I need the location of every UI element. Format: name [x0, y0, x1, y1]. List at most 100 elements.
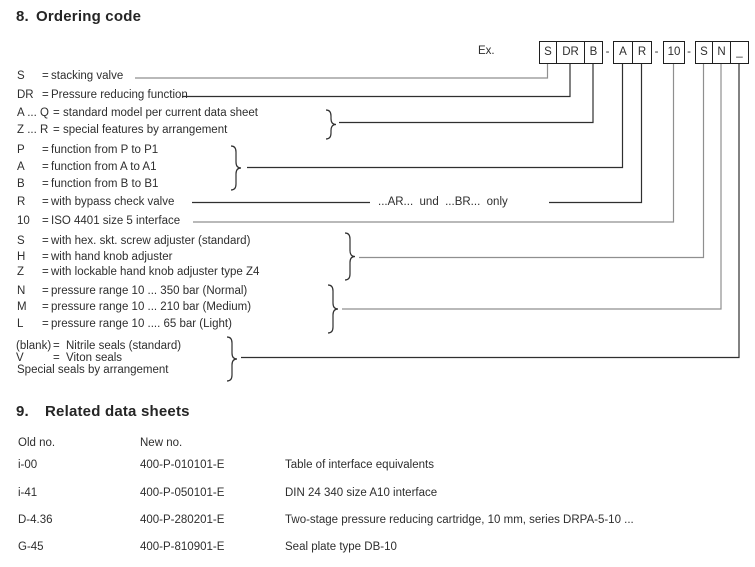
row-code: M [17, 301, 27, 313]
equals-sign: = [42, 301, 49, 313]
row-text: Nitrile seals (standard) [66, 339, 182, 352]
ordering-row-n: N =pressure range 10 ... 350 bar (Normal) [0, 285, 755, 299]
new-no-cell: 400-P-810901-E [140, 541, 225, 553]
row-code: 10 [17, 215, 30, 227]
equals-sign: = [42, 234, 49, 247]
column-header-old-no: Old no. [18, 437, 56, 449]
column-header-new-no: New no. [140, 437, 183, 449]
ordering-row-r: R=with bypass check valve [0, 196, 755, 210]
row-code: N [17, 285, 26, 297]
ordering-row-v: V = Viton seals [0, 352, 755, 366]
equals-sign: = [42, 266, 49, 278]
row-code: A [17, 161, 25, 173]
table-row: i-00 400-P-010101-E Table of interface e… [0, 459, 755, 473]
row-text: ISO 4401 size 5 interface [51, 215, 181, 227]
row-code: H [17, 250, 26, 263]
code-box-s2: S [695, 41, 713, 64]
description-cell: DIN 24 340 size A10 interface [285, 487, 438, 499]
row-text: function from A to A1 [51, 161, 157, 173]
new-no-cell: 400-P-280201-E [140, 514, 225, 526]
ordering-row-s: S =stacking valve [0, 70, 755, 84]
ordering-row-p: P=function from P to P1 [0, 144, 755, 158]
code-box-a: A [613, 41, 633, 64]
equals-sign: = [53, 107, 60, 119]
new-no-cell: 400-P-010101-E [140, 459, 225, 471]
old-no-cell: i-41 [18, 487, 38, 499]
equals-sign: = [42, 178, 49, 190]
row-code: L [17, 317, 24, 330]
row-text: special features by arrangement [63, 124, 228, 136]
row-code: Z ... R [17, 124, 49, 136]
code-box-n: N [712, 41, 731, 64]
old-no-cell: D-4.36 [18, 514, 53, 526]
section9-heading: 9. [16, 403, 29, 420]
row-text: pressure range 10 ... 210 bar (Medium) [51, 301, 252, 313]
ordering-row-zr: Z ... R=special features by arrangement [0, 124, 755, 138]
ordering-row-special-seals: Special seals by arrangement [0, 364, 755, 378]
section9-title: Related data sheets [45, 403, 190, 420]
row-code: R [17, 195, 26, 208]
code-box-dr: DR [556, 41, 585, 64]
table-row: i-41 400-P-050101-E DIN 24 340 size A10 … [0, 487, 755, 501]
equals-sign: = [53, 339, 60, 352]
row-text: standard model per current data sheet [63, 107, 258, 119]
code-box-10: 10 [663, 41, 685, 64]
table-row: G-45 400-P-810901-E Seal plate type DB-1… [0, 541, 755, 555]
table-row: D-4.36 400-P-280201-E Two-stage pressure… [0, 514, 755, 528]
ordering-row-b: B =function from B to B1 [0, 178, 755, 192]
section8-number: 8. [16, 8, 29, 25]
ordering-row-a: A =function from A to A1 [0, 161, 755, 175]
row-text: Pressure reducing function [51, 88, 188, 101]
row-code: DR [17, 88, 34, 101]
code-box-blank: _ [730, 41, 749, 64]
row-text: Special seals by arrangement [17, 364, 169, 376]
equals-sign: = [42, 250, 49, 263]
row-text: with hex. skt. screw adjuster (standard) [51, 234, 251, 247]
row-text: with hand knob adjuster [51, 250, 173, 263]
equals-sign: = [42, 215, 49, 227]
equals-sign: = [42, 88, 49, 101]
code-separator-3: - [687, 46, 691, 58]
row-code: P [17, 144, 25, 156]
example-label: Ex. [478, 45, 495, 57]
row-text: pressure range 10 ... 350 bar (Normal) [51, 285, 248, 297]
code-box-b: B [584, 41, 603, 64]
row-text: function from B to B1 [51, 178, 159, 190]
ar-br-note: ...AR... und ...BR... only [378, 196, 508, 208]
equals-sign: = [42, 285, 49, 297]
equals-sign: = [42, 317, 49, 330]
ordering-row-10: 10 =ISO 4401 size 5 interface [0, 215, 755, 229]
ordering-row-aq: A ... Q =standard model per current data … [0, 107, 755, 121]
row-code: V [16, 352, 24, 364]
equals-sign: = [42, 161, 49, 173]
row-text: Viton seals [66, 352, 123, 364]
table-header-row: Old no. New no. [0, 437, 755, 451]
description-cell: Two-stage pressure reducing cartridge, 1… [285, 514, 634, 526]
ordering-row-h: H =with hand knob adjuster [0, 251, 755, 265]
section8-heading: 8. [16, 8, 29, 25]
row-code: B [17, 178, 25, 190]
code-separator-1: - [605, 46, 610, 58]
ordering-row-blank: (blank)= Nitrile seals (standard) [0, 340, 755, 354]
section8-title: Ordering code [36, 8, 142, 25]
row-text: with lockable hand knob adjuster type Z4 [51, 266, 260, 278]
ordering-row-m: M =pressure range 10 ... 210 bar (Medium) [0, 301, 755, 315]
row-code: (blank) [16, 339, 52, 352]
ordering-row-z: Z=with lockable hand knob adjuster type … [0, 266, 755, 280]
code-box-r: R [632, 41, 652, 64]
equals-sign: = [42, 70, 49, 82]
equals-sign: = [53, 352, 60, 364]
equals-sign: = [42, 144, 49, 156]
equals-sign: = [42, 195, 49, 208]
code-box-s1: S [539, 41, 557, 64]
row-code: A ... Q [17, 107, 49, 119]
ordering-row-l: L=pressure range 10 .... 65 bar (Light) [0, 318, 755, 332]
row-code: S [17, 70, 25, 82]
code-separator-2: - [654, 46, 659, 58]
description-cell: Table of interface equivalents [285, 459, 434, 471]
row-text: stacking valve [51, 70, 124, 82]
section9-number: 9. [16, 403, 29, 420]
ordering-row-s-adj: S=with hex. skt. screw adjuster (standar… [0, 235, 755, 249]
